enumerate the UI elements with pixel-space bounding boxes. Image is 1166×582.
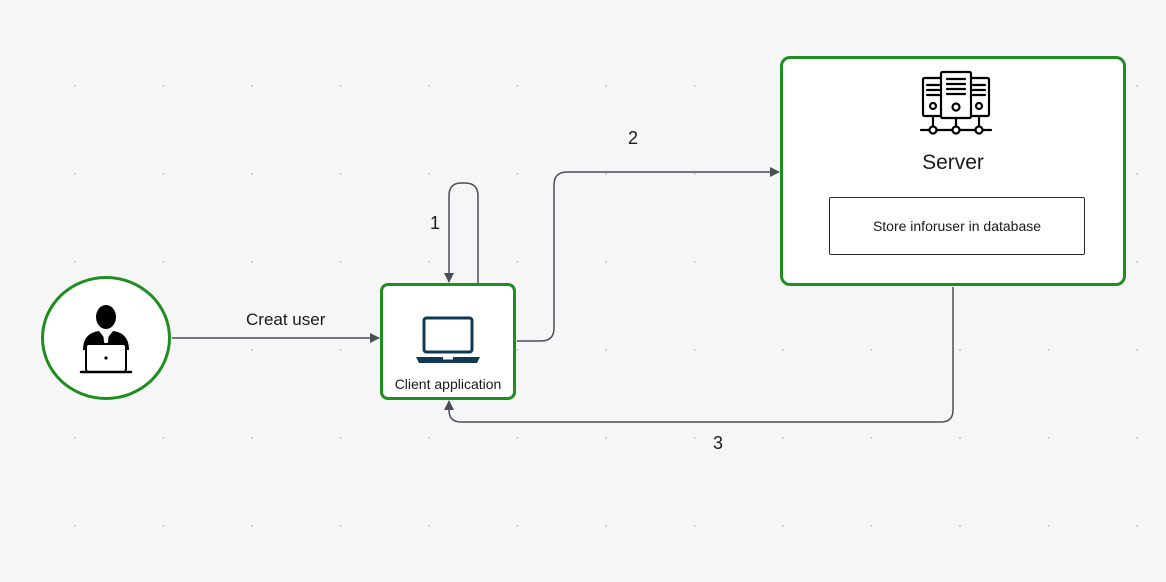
edge-server-to-client: [444, 287, 954, 423]
server-node[interactable]: Server Store inforuser in database: [780, 56, 1126, 286]
client-application-label: Client application: [394, 376, 502, 392]
edge-label-step-3: 3: [713, 433, 724, 453]
edge-client-self-loop: [444, 182, 479, 283]
client-application-node[interactable]: Client application: [380, 283, 516, 400]
edge-label-creat-user: Creat user: [246, 310, 326, 329]
user-node[interactable]: [41, 276, 171, 400]
server-rack-icon: [919, 70, 993, 135]
store-user-info-box[interactable]: Store inforuser in database: [829, 197, 1085, 255]
edge-label-step-2: 2: [628, 128, 639, 148]
store-user-info-label: Store inforuser in database: [872, 218, 1042, 234]
user-laptop-icon: [79, 305, 133, 374]
edge-client-to-server: [517, 167, 780, 342]
server-title: Server: [922, 151, 984, 174]
laptop-icon: [416, 316, 480, 363]
edge-label-step-1: 1: [430, 213, 441, 233]
